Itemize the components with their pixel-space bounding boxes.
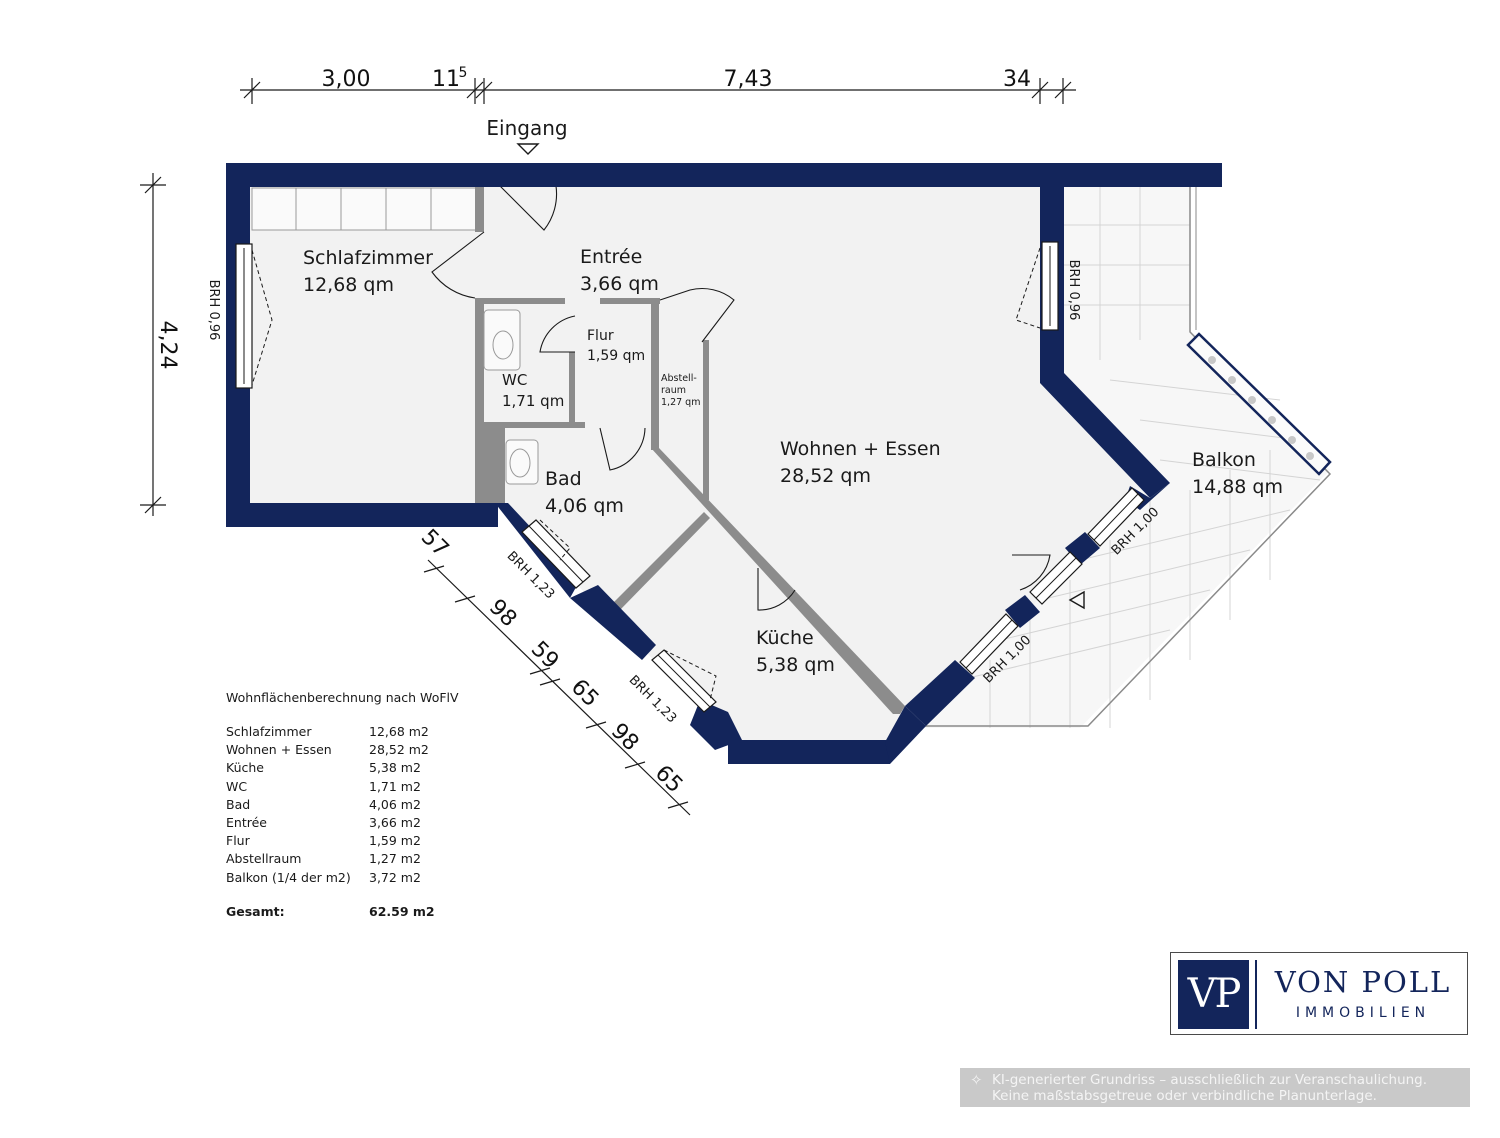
room-wohnen-area: 28,52 qm xyxy=(780,465,871,487)
room-abstellraum-area: 1,27 qm xyxy=(661,397,700,408)
room-flur-area: 1,59 qm xyxy=(587,348,645,364)
row-value: 4,06 m2 xyxy=(369,796,421,812)
ai-disclaimer-banner: ✧ KI-generierter Grundriss – ausschließl… xyxy=(960,1068,1470,1107)
logo-mark: VP xyxy=(1178,960,1249,1029)
von-poll-logo: VP VON POLL IMMOBILIEN xyxy=(1170,952,1468,1035)
wardrobe xyxy=(251,187,477,231)
table-row: WC 1,71 m2 xyxy=(226,778,466,796)
dim-diag-65-a: 65 xyxy=(566,675,603,712)
dim-diag-57: 57 xyxy=(416,525,453,562)
table-row: Küche 5,38 m2 xyxy=(226,759,466,777)
dim-top-34: 34 xyxy=(1003,67,1031,92)
table-row: Balkon (1/4 der m2) 3,72 m2 xyxy=(226,869,466,887)
row-value: 5,38 m2 xyxy=(369,760,421,776)
room-wohnen-name: Wohnen + Essen xyxy=(780,438,941,460)
room-entree-area: 3,66 qm xyxy=(580,273,659,295)
window-balkon-door-2 xyxy=(1029,551,1083,605)
table-row: Flur 1,59 m2 xyxy=(226,832,466,850)
table-row: Schlafzimmer 12,68 m2 xyxy=(226,723,466,741)
dim-diag-98-a: 98 xyxy=(484,595,521,632)
row-name: Bad xyxy=(226,796,251,812)
row-name: WC xyxy=(226,778,248,794)
table-row: Bad 4,06 m2 xyxy=(226,796,466,814)
room-kueche-area: 5,38 qm xyxy=(756,654,835,676)
brh-label-schlafzimmer: BRH 0,96 xyxy=(206,280,221,341)
table-row: Wohnen + Essen 28,52 m2 xyxy=(226,741,466,759)
row-value: 1,71 m2 xyxy=(369,778,421,794)
table-total-row: Gesamt: 62.59 m2 xyxy=(226,904,466,919)
wc-fixture xyxy=(483,309,521,371)
room-entree-name: Entrée xyxy=(580,246,642,268)
row-value: 3,72 m2 xyxy=(369,869,421,885)
row-value: 1,59 m2 xyxy=(369,833,421,849)
bad-sink xyxy=(505,439,539,485)
room-kueche-name: Küche xyxy=(756,627,814,649)
dim-diag-59: 59 xyxy=(526,637,563,674)
logo-separator xyxy=(1255,960,1257,1029)
dim-top-11: 11 xyxy=(432,67,460,92)
dim-diag-98-b: 98 xyxy=(606,719,643,756)
room-schlafzimmer-area: 12,68 qm xyxy=(303,274,394,296)
top-dimension-chain: 3,00 11 5 7,43 34 xyxy=(240,65,1076,104)
window-kueche xyxy=(651,649,717,713)
room-wc-name: WC xyxy=(502,371,527,389)
total-label: Gesamt: xyxy=(226,903,285,919)
room-wc-area: 1,71 qm xyxy=(502,392,564,410)
room-balkon-name: Balkon xyxy=(1192,449,1256,471)
room-abstellraum-name: Abstell- xyxy=(661,373,697,384)
disclaimer-line-1: KI-generierter Grundriss – ausschließlic… xyxy=(992,1072,1428,1088)
left-dimension-chain: 4,24 xyxy=(140,173,180,516)
row-value: 12,68 m2 xyxy=(369,724,429,739)
room-bad-name: Bad xyxy=(545,468,582,490)
row-name: Schlafzimmer xyxy=(226,724,312,739)
room-abstellraum-name2: raum xyxy=(661,385,686,396)
disclaimer-line-2: Keine maßstabsgetreue oder verbindliche … xyxy=(992,1088,1377,1104)
dim-diag-65-b: 65 xyxy=(650,761,687,798)
dim-left-4-24: 4,24 xyxy=(155,321,180,370)
table-row: Abstellraum 1,27 m2 xyxy=(226,850,466,868)
dim-top-3-00: 3,00 xyxy=(322,67,371,92)
entrance-label: Eingang xyxy=(486,116,567,140)
row-value: 1,27 m2 xyxy=(369,851,421,867)
row-name: Wohnen + Essen xyxy=(226,742,332,758)
window-balkon-door-3 xyxy=(1087,487,1145,547)
sparkle-icon: ✧ xyxy=(970,1071,983,1089)
window-wohnen-north xyxy=(1015,241,1059,331)
interior-walls xyxy=(475,186,905,714)
logo-subtitle: IMMOBILIEN xyxy=(1295,1005,1431,1021)
logo-name: VON POLL xyxy=(1274,965,1452,999)
entrance-marker: Eingang xyxy=(486,116,568,155)
row-value: 3,66 m2 xyxy=(369,814,421,830)
table-row: Entrée 3,66 m2 xyxy=(226,814,466,832)
total-value: 62.59 m2 xyxy=(369,903,435,919)
apartment-floor xyxy=(250,186,1140,740)
window-schlafzimmer xyxy=(235,243,273,389)
row-name: Flur xyxy=(226,833,250,849)
room-flur-name: Flur xyxy=(587,328,614,344)
brh-label-wohnen: BRH 0,96 xyxy=(1066,260,1081,321)
room-balkon-area: 14,88 qm xyxy=(1192,476,1283,498)
room-bad-area: 4,06 qm xyxy=(545,495,624,517)
brh-label-kueche: BRH 1,23 xyxy=(626,673,680,727)
row-value: 28,52 m2 xyxy=(369,742,429,758)
row-name: Küche xyxy=(226,760,264,776)
window-balkon-door-1 xyxy=(959,613,1019,675)
room-schlafzimmer-name: Schlafzimmer xyxy=(303,247,433,269)
outer-walls xyxy=(226,163,1222,764)
window-bad xyxy=(521,519,591,589)
row-name: Entrée xyxy=(226,814,267,830)
area-table-heading: Wohnflächenberechnung nach WoFlV xyxy=(226,690,459,705)
dim-top-superscript: 5 xyxy=(459,65,468,81)
dim-top-7-43: 7,43 xyxy=(724,67,773,92)
row-name: Abstellraum xyxy=(226,851,302,867)
row-name: Balkon (1/4 der m2) xyxy=(226,869,351,885)
area-calculation-table: Wohnflächenberechnung nach WoFlV Schlafz… xyxy=(226,690,466,919)
